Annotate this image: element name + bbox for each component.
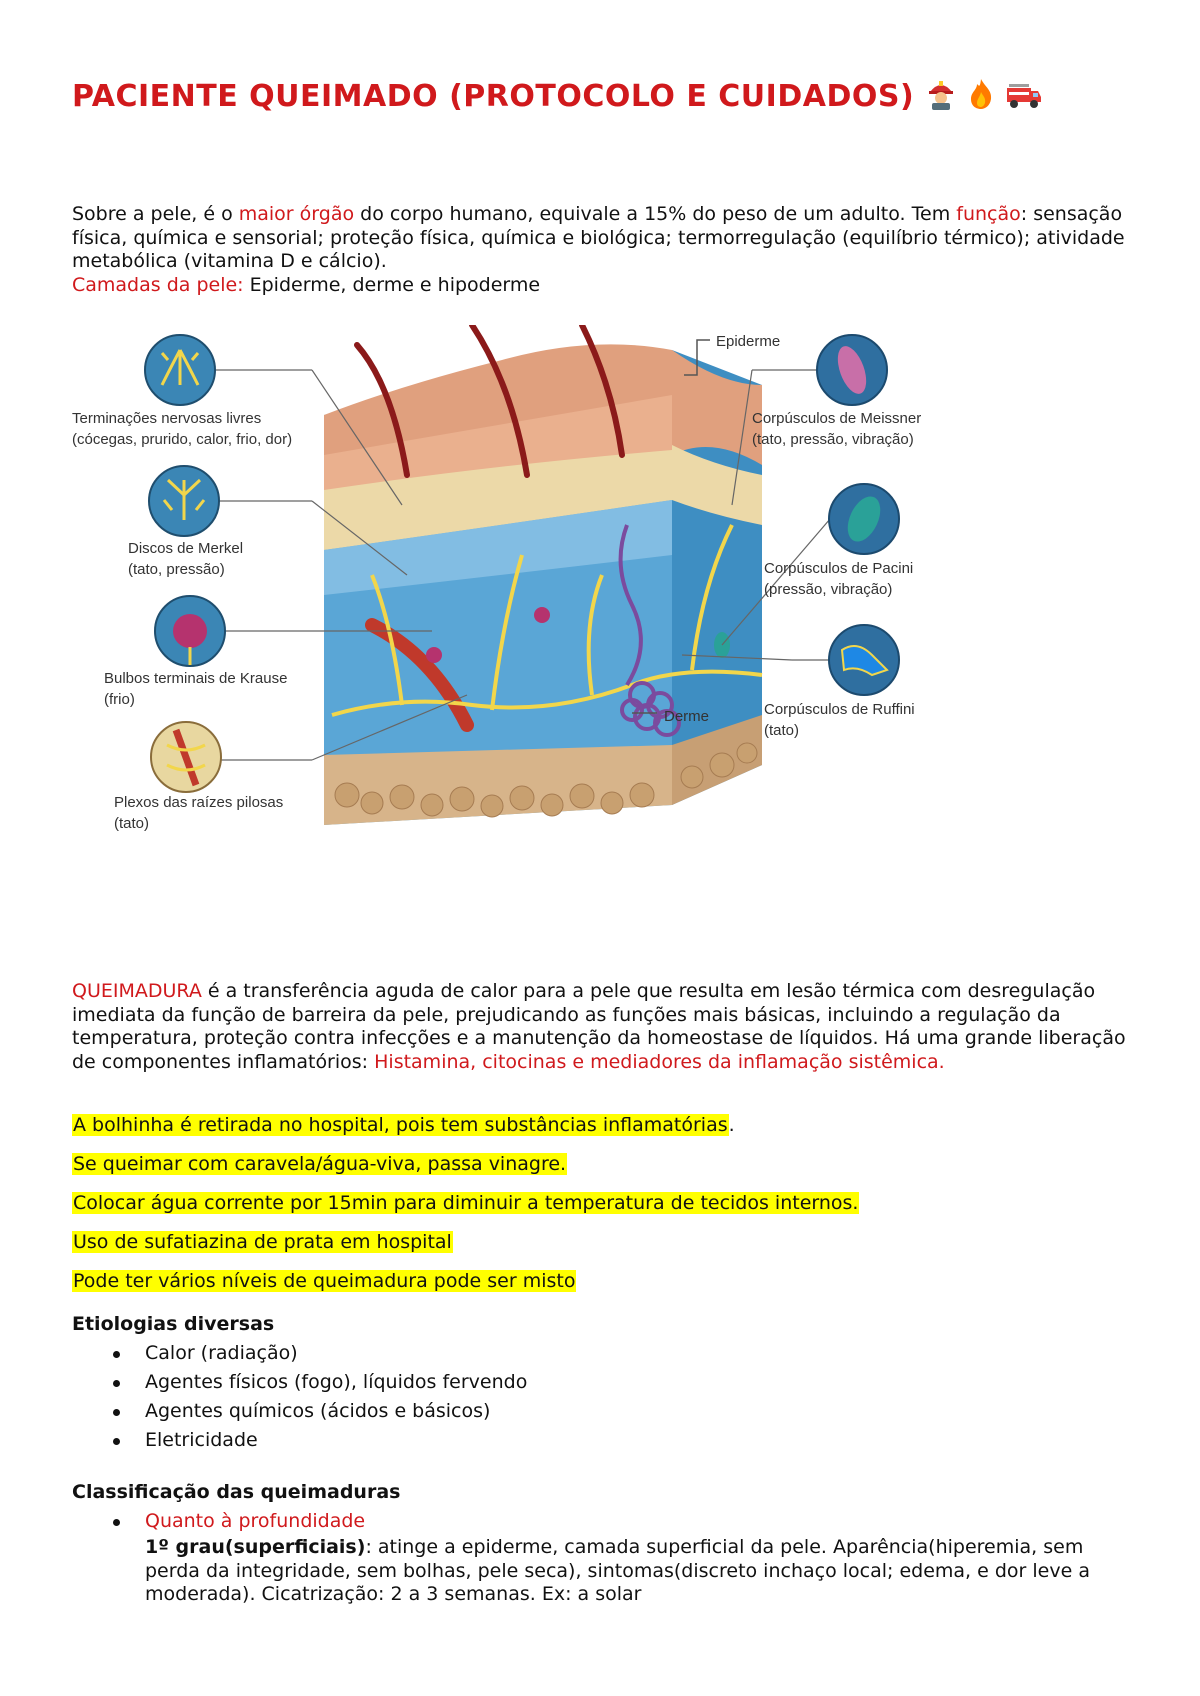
list-item: Agentes físicos (fogo), líquidos fervend… [72,1368,1132,1397]
left-receptor-callouts: Terminações nervosas livres (cócegas, pr… [72,334,468,832]
label-krause-bulbs-desc: (frio) [104,691,135,708]
firefighter-icon [926,78,956,118]
label-hair-root-plexus-desc: (tato) [114,815,149,832]
label-hair-root-plexus: Plexos das raízes pilosas [114,794,283,811]
skin-layers-label: Camadas da pele: [72,273,244,296]
intro-section: Sobre a pele, é o maior órgão do corpo h… [72,203,1132,297]
first-degree-label: 1º grau(superficiais) [145,1536,366,1558]
label-pacini-corpuscles-desc: (pressão, vibração) [764,581,892,598]
burn-term: QUEIMADURA [72,980,202,1002]
intro-text-b: do corpo humano, equivale a 15% do peso … [354,203,957,225]
classification-section: Classificação das queimaduras Quanto à p… [72,1481,1132,1607]
first-degree-text: : atinge a epiderme, camada superficial … [145,1536,1090,1605]
highlight-text-3: Uso de sufatiazina de prata em hospital [72,1231,453,1253]
right-receptor-callouts: Corpúsculos de Meissner (tato, pressão, … [681,334,921,739]
skin-layers-text: Epiderme, derme e hipoderme [243,273,541,296]
depth-subtitle: Quanto à profundidade [145,1510,366,1532]
label-meissner-corpuscles: Corpúsculos de Meissner [752,410,921,427]
first-degree-description: 1º grau(superficiais): atinge a epiderme… [145,1536,1132,1607]
highlight-text-4: Pode ter vários níveis de queimadura pod… [72,1270,577,1292]
skin-diagram: Epiderme Derme Terminações nervosas livr… [72,322,1072,915]
title-text: PACIENTE QUEIMADO (PROTOCOLO E CUIDADOS) [72,79,915,114]
list-item: Agentes químicos (ácidos e básicos) [72,1397,1132,1426]
highlight-note: Se queimar com caravela/água-viva, passa… [72,1153,1132,1192]
intro-red-term-2: função [956,203,1021,225]
label-free-nerve-endings: Terminações nervosas livres [72,410,261,427]
highlight-note: Uso de sufatiazina de prata em hospital [72,1231,1132,1270]
label-derme: Derme [664,708,709,725]
label-krause-bulbs: Bulbos terminais de Krause [104,670,287,687]
etiologies-section: Etiologias diversas Calor (radiação) Age… [72,1313,1132,1455]
fire-engine-icon [1006,78,1042,118]
classification-list: Quanto à profundidade 1º grau(superficia… [72,1507,1132,1607]
highlight-tail: . [728,1114,735,1136]
label-merkel-discs: Discos de Merkel [128,540,243,557]
burn-text: é a transferência aguda de calor para a … [72,980,1126,1073]
intro-text-c: : sensação física, química e sensorial; … [72,203,1125,272]
highlight-note: Colocar água corrente por 15min para dim… [72,1192,1132,1231]
etiologies-title: Etiologias diversas [72,1313,275,1335]
list-item: Quanto à profundidade 1º grau(superficia… [72,1507,1132,1607]
highlight-note: Pode ter vários níveis de queimadura pod… [72,1270,1132,1309]
intro-text-a: Sobre a pele, é o [72,203,239,225]
classification-title: Classificação das queimaduras [72,1481,401,1503]
intro-red-term-1: maior órgão [238,203,355,225]
highlighted-notes: A bolhinha é retirada no hospital, pois … [72,1114,1132,1309]
highlight-note: A bolhinha é retirada no hospital, pois … [72,1114,1132,1153]
highlight-text-1: Se queimar com caravela/água-viva, passa… [72,1153,568,1175]
list-item: Eletricidade [72,1426,1132,1455]
etiologies-list: Calor (radiação) Agentes físicos (fogo),… [72,1339,1132,1455]
fire-icon [968,78,994,118]
label-meissner-corpuscles-desc: (tato, pressão, vibração) [752,431,914,448]
list-item: Calor (radiação) [72,1339,1132,1368]
highlight-text-0: A bolhinha é retirada no hospital, pois … [72,1114,729,1136]
intro-paragraph: Sobre a pele, é o maior órgão do corpo h… [72,203,1132,274]
highlight-text-2: Colocar água corrente por 15min para dim… [72,1192,860,1214]
label-ruffini-corpuscles: Corpúsculos de Ruffini [764,701,915,718]
burn-definition-section: QUEIMADURA é a transferência aguda de ca… [72,980,1147,1074]
page-title: PACIENTE QUEIMADO (PROTOCOLO E CUIDADOS) [72,78,1042,118]
burn-inflammatory-mediators: Histamina, citocinas e mediadores da inf… [374,1050,945,1073]
burn-definition-paragraph: QUEIMADURA é a transferência aguda de ca… [72,980,1147,1074]
label-pacini-corpuscles: Corpúsculos de Pacini [764,560,913,577]
label-free-nerve-endings-desc: (cócegas, prurido, calor, frio, dor) [72,431,292,448]
skin-layers-line: Camadas da pele: Epiderme, derme e hipod… [72,274,1132,298]
skin-block-illustration [324,322,763,825]
label-merkel-discs-desc: (tato, pressão) [128,561,225,578]
label-ruffini-corpuscles-desc: (tato) [764,722,799,739]
label-epiderme: Epiderme [716,333,780,350]
